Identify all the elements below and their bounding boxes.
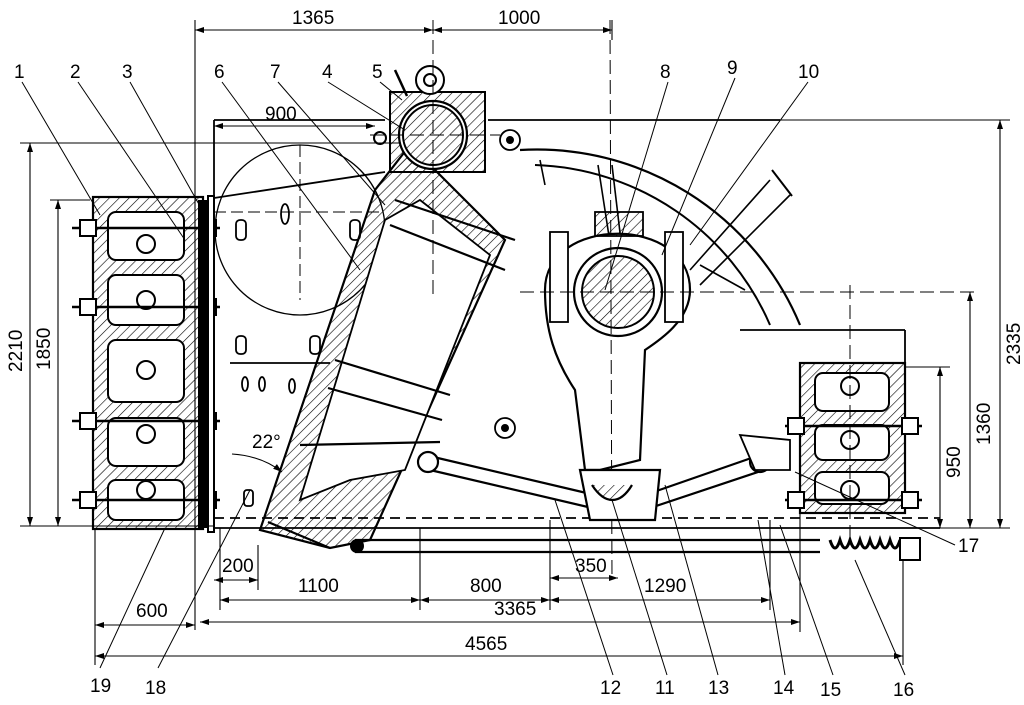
dim-950: 950 xyxy=(944,446,965,478)
part-labels: 1 2 3 6 7 4 5 8 9 10 17 19 18 12 11 13 1… xyxy=(14,58,979,701)
dim-1000: 1000 xyxy=(498,8,540,29)
leader-lines xyxy=(21,77,956,676)
dim-4565: 4565 xyxy=(465,634,507,655)
dim-200: 200 xyxy=(222,556,254,577)
part-label-18: 18 xyxy=(145,678,166,699)
tension-rod-spring xyxy=(350,417,921,561)
toggle-plates xyxy=(416,450,772,522)
part-label-9: 9 xyxy=(727,58,738,79)
left-frame-block xyxy=(72,195,220,533)
dim-2210: 2210 xyxy=(6,330,27,372)
part-label-11: 11 xyxy=(655,678,675,699)
part-label-17: 17 xyxy=(958,536,979,557)
dimension-lines xyxy=(20,20,1010,665)
part-label-5: 5 xyxy=(372,62,383,83)
pivot-shaft xyxy=(370,20,500,300)
swing-jaw xyxy=(258,143,516,550)
dim-1365: 1365 xyxy=(292,8,334,29)
part-label-4: 4 xyxy=(322,62,333,83)
dim-3365: 3365 xyxy=(494,599,536,620)
dimension-labels: 1365 1000 900 2210 1850 2335 1360 950 22… xyxy=(6,8,1024,655)
right-frame-block xyxy=(738,285,922,540)
part-label-10: 10 xyxy=(798,62,819,83)
part-label-8: 8 xyxy=(660,62,671,83)
dim-2335: 2335 xyxy=(1004,323,1024,365)
machine-geometry xyxy=(72,19,980,581)
part-label-14: 14 xyxy=(773,678,795,699)
part-label-15: 15 xyxy=(820,680,841,700)
dim-1100: 1100 xyxy=(298,576,339,597)
part-label-16: 16 xyxy=(893,680,914,700)
part-label-13: 13 xyxy=(708,678,729,699)
dim-900: 900 xyxy=(265,104,297,125)
part-label-3: 3 xyxy=(122,62,133,83)
dim-800: 800 xyxy=(470,576,502,597)
dim-1360: 1360 xyxy=(974,403,995,445)
part-label-2: 2 xyxy=(70,62,81,83)
dim-1290: 1290 xyxy=(644,576,686,597)
part-label-12: 12 xyxy=(600,678,621,699)
part-label-1: 1 xyxy=(14,62,25,83)
dim-angle-22: 22° xyxy=(252,432,281,453)
pitman xyxy=(520,19,980,581)
part-label-7: 7 xyxy=(270,62,281,83)
part-label-19: 19 xyxy=(90,676,111,697)
part-label-6: 6 xyxy=(214,62,225,83)
dim-1850: 1850 xyxy=(34,328,55,370)
dim-600: 600 xyxy=(136,601,168,622)
dim-350: 350 xyxy=(575,556,607,577)
